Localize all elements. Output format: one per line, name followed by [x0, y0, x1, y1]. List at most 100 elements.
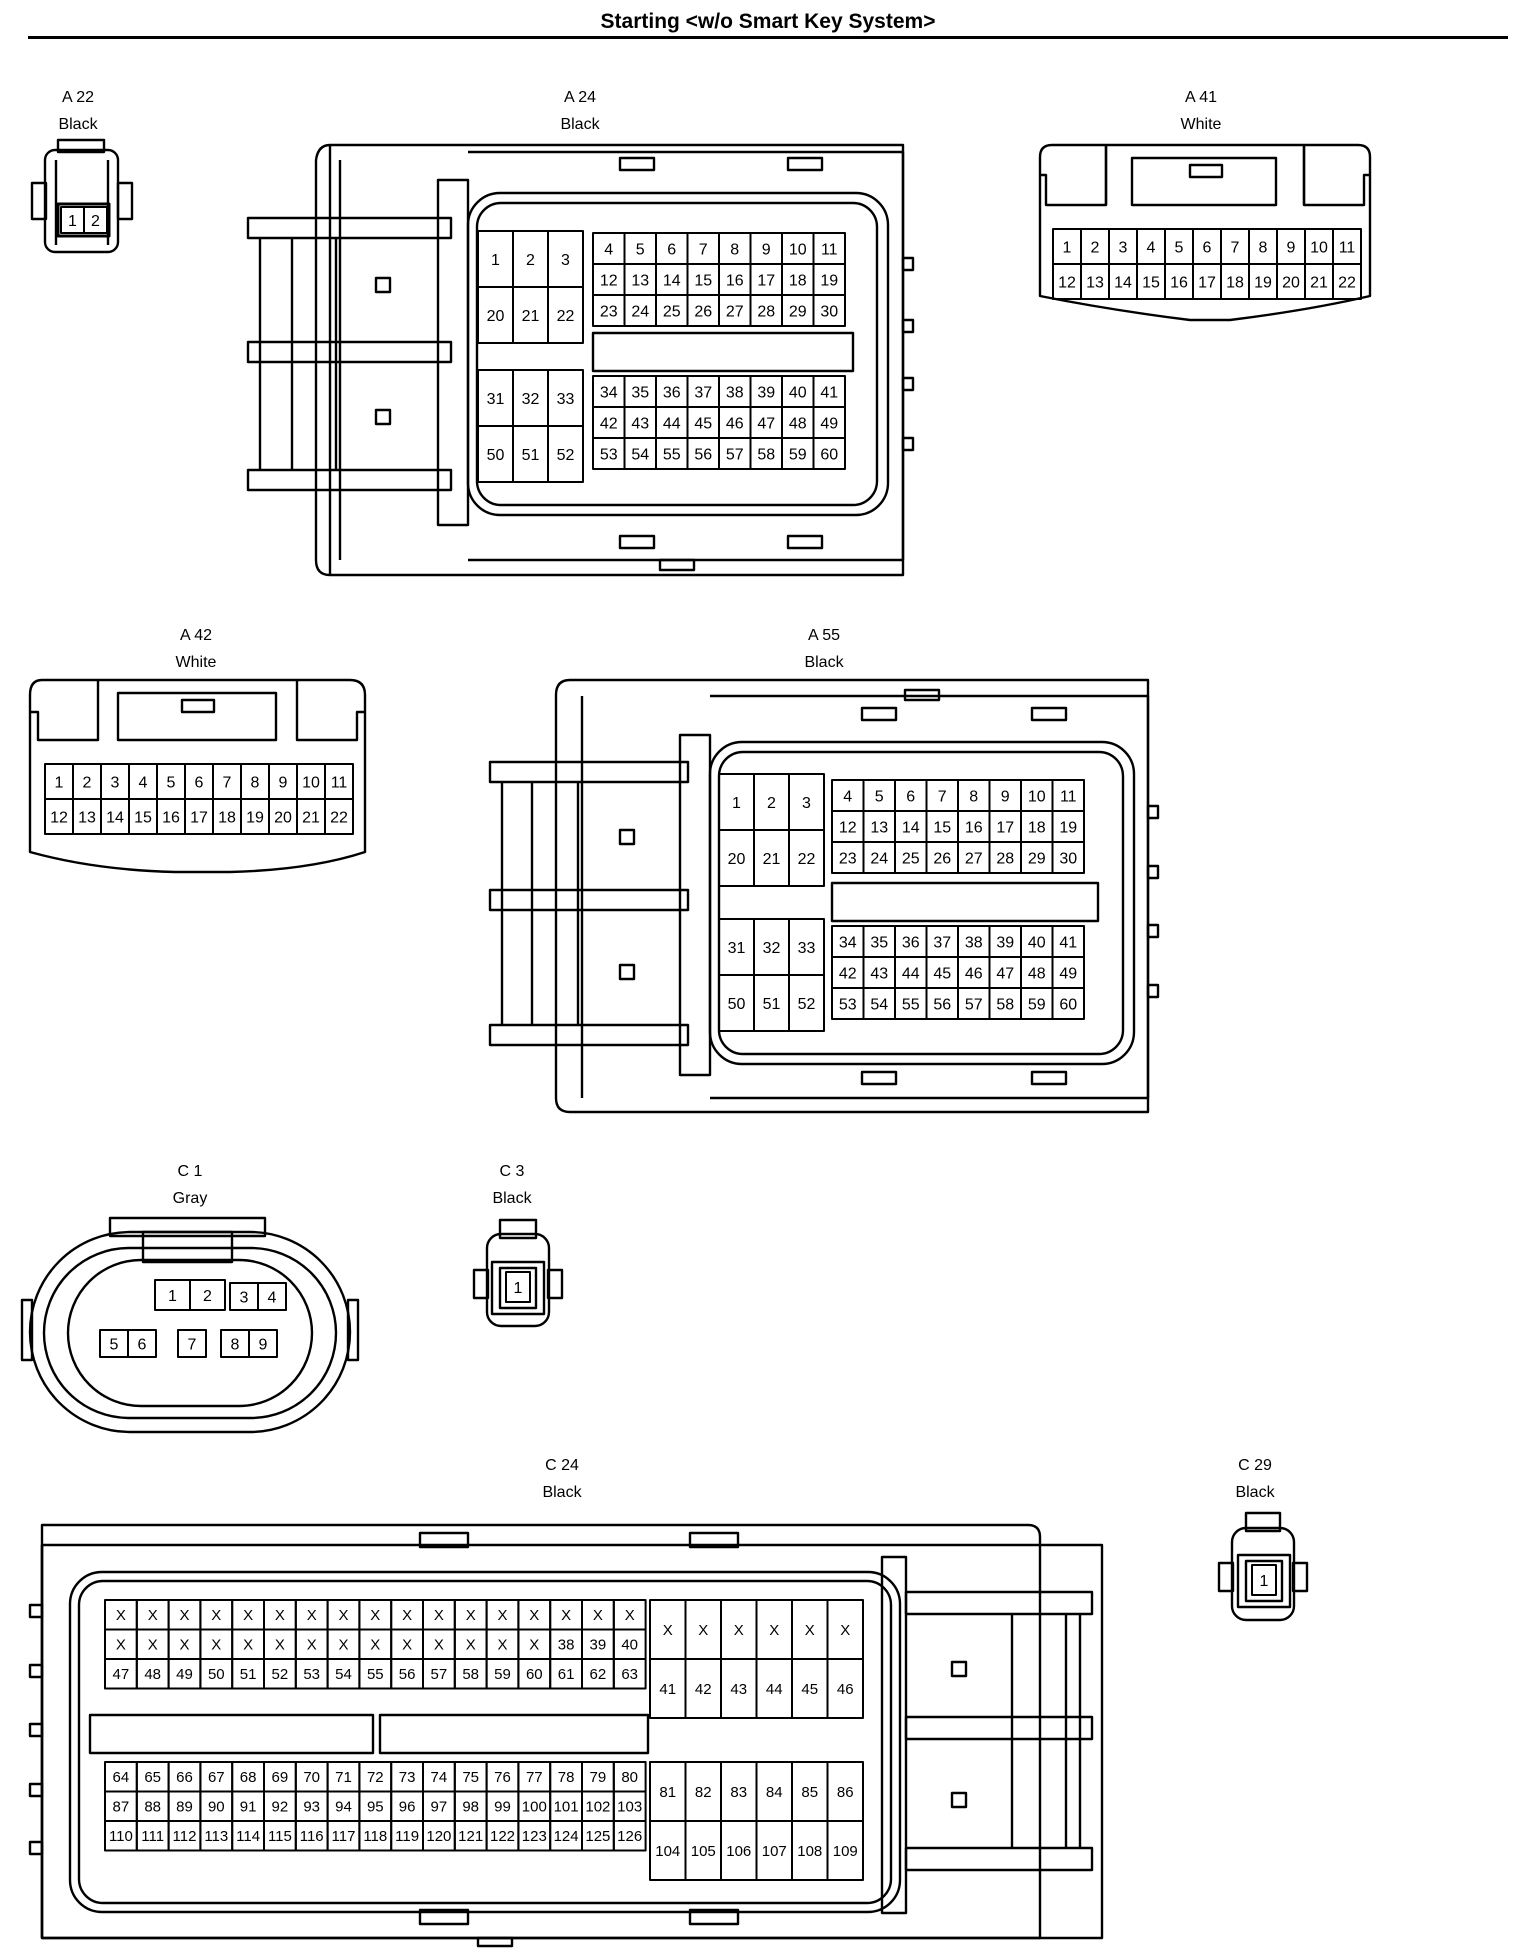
pin-cell — [826, 1658, 864, 1719]
pin-cell — [547, 286, 584, 344]
pin-number: 98 — [462, 1799, 479, 1816]
pin-number: 6 — [195, 774, 204, 791]
pin-number: 56 — [694, 446, 712, 463]
pin-number: 44 — [902, 965, 920, 982]
pin-number: 73 — [399, 1769, 416, 1786]
pin-number: 58 — [757, 446, 775, 463]
pin-number: X — [307, 1607, 317, 1624]
pin-number: 19 — [1254, 274, 1272, 291]
pin-number: 60 — [526, 1666, 543, 1683]
pin-number: 40 — [621, 1637, 638, 1654]
pin-number: 25 — [663, 303, 681, 320]
pin-number: 28 — [996, 850, 1014, 867]
pin-number: 14 — [663, 272, 681, 289]
pin-number: 89 — [176, 1799, 193, 1816]
pin-number: 68 — [240, 1769, 257, 1786]
pin-number: 43 — [870, 965, 888, 982]
title-rule — [28, 36, 1508, 39]
pin-number: 40 — [1028, 934, 1046, 951]
pin-number: X — [734, 1622, 744, 1639]
pin-number: 7 — [699, 241, 708, 258]
pin-number: 18 — [1226, 274, 1244, 291]
pin-number: 2 — [83, 774, 92, 791]
pin-number: 15 — [694, 272, 712, 289]
pin-number: 41 — [659, 1681, 676, 1698]
pin-number: X — [497, 1637, 507, 1654]
pin-cell — [1332, 263, 1362, 300]
connector-code: A 42 — [179, 627, 213, 644]
pin-number: 29 — [789, 303, 807, 320]
connector-color: Gray — [172, 1190, 208, 1207]
pin-number: 19 — [820, 272, 838, 289]
connector-label-a22: A 22 Black — [0, 84, 178, 138]
pin-cell — [324, 798, 354, 835]
pin-number: 16 — [726, 272, 744, 289]
pin-number: 56 — [933, 996, 951, 1013]
pin-number: X — [625, 1607, 635, 1624]
pin-number: 20 — [728, 851, 746, 868]
pin-number: X — [116, 1637, 126, 1654]
pin-number: 4 — [139, 774, 148, 791]
pin-number: 39 — [757, 384, 775, 401]
connector-a55-housing — [488, 678, 1160, 1114]
pin-number: 19 — [1059, 819, 1077, 836]
pin-number: 27 — [965, 850, 983, 867]
pin-number: 20 — [487, 308, 505, 325]
pin-number: 6 — [1203, 239, 1212, 256]
pin-number: 1 — [1260, 1573, 1269, 1590]
pin-number: 23 — [839, 850, 857, 867]
pin-number: 52 — [272, 1666, 289, 1683]
pin-number: X — [211, 1637, 221, 1654]
pin-number: 48 — [789, 415, 807, 432]
pin-number: 6 — [906, 788, 915, 805]
pin-number: 5 — [636, 241, 645, 258]
connector-code: A 41 — [1184, 89, 1218, 106]
pin-number: X — [179, 1607, 189, 1624]
pin-number: 17 — [190, 809, 208, 826]
pin-number: 55 — [367, 1666, 384, 1683]
pin-number: 106 — [726, 1843, 751, 1860]
connector-a24-housing — [246, 143, 915, 577]
pin-number: 114 — [236, 1828, 260, 1845]
pin-number: 1 — [55, 774, 64, 791]
pin-number: 8 — [251, 774, 260, 791]
pin-number: 16 — [1170, 274, 1188, 291]
pin-number: 24 — [870, 850, 888, 867]
pin-cell — [547, 425, 584, 483]
connector-color: Black — [1235, 1484, 1275, 1501]
pin-number: 59 — [494, 1666, 511, 1683]
pin-number: 1 — [68, 213, 77, 230]
pin-number: 112 — [173, 1828, 197, 1845]
pin-number: 67 — [208, 1769, 225, 1786]
pin-number: 100 — [522, 1799, 547, 1816]
connector-c3-housing — [472, 1218, 564, 1328]
pin-number: 34 — [600, 384, 618, 401]
pin-number: 5 — [875, 788, 884, 805]
connector-c29-housing — [1217, 1511, 1309, 1622]
pin-number: 4 — [268, 1289, 277, 1306]
pin-number: 18 — [789, 272, 807, 289]
pin-number: 111 — [141, 1828, 164, 1845]
pin-number: 13 — [1086, 274, 1104, 291]
connector-code: A 24 — [563, 89, 597, 106]
pin-number: 8 — [730, 241, 739, 258]
pin-number: 32 — [522, 391, 540, 408]
pin-number: X — [402, 1607, 412, 1624]
pin-number: 22 — [330, 809, 348, 826]
pin-number: 10 — [302, 774, 320, 791]
pin-number: 108 — [797, 1843, 822, 1860]
pin-number: 8 — [1259, 239, 1268, 256]
pin-number: 7 — [1231, 239, 1240, 256]
connector-label-a41: A 41 White — [1101, 84, 1301, 138]
pin-number: 43 — [730, 1681, 747, 1698]
pin-number: 31 — [728, 940, 746, 957]
pin-number: 45 — [694, 415, 712, 432]
pin-number: 83 — [730, 1784, 747, 1801]
pin-number: X — [561, 1607, 571, 1624]
pin-number: 7 — [188, 1336, 197, 1353]
connector-color: Black — [492, 1190, 532, 1207]
pin-number: 21 — [1310, 274, 1328, 291]
pin-number: 1 — [1063, 239, 1072, 256]
pin-number: 72 — [367, 1769, 384, 1786]
pin-number: 26 — [933, 850, 951, 867]
